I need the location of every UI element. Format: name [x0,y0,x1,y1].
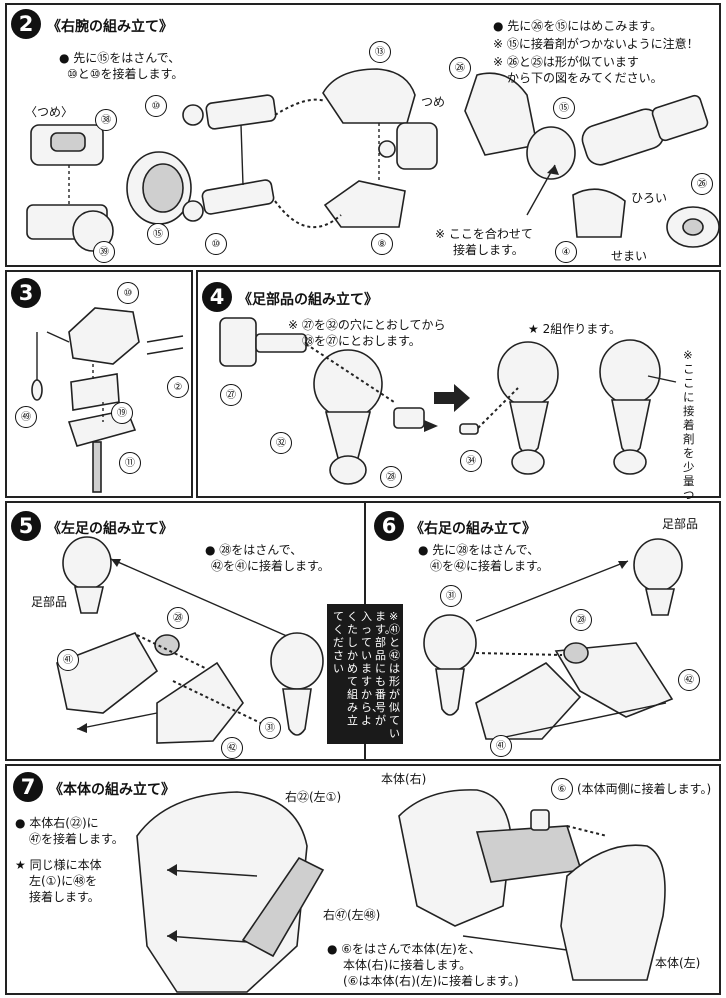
step5-foot-label: 足部品 [31,595,68,609]
part-number: ㊴ [93,241,115,263]
part-number: ⑩ [145,95,167,117]
step2-narrow-label: せまい [611,249,648,263]
step2-note-right-2: ※ ⑮に接着剤がつかないように注意！ [493,37,699,51]
step3-panel: 3 ⑩ ⑲ ⑪ ㊾ ② [5,270,193,498]
step7-bottom-note-2: 本体(右)に接着します。 [343,958,472,972]
step6-note-1: ● 先に㉘をはさんで、 [418,543,540,557]
step2-tsume-label-right: つめ [421,95,446,109]
part-number: ㊳ [95,109,117,131]
step2-number: 2 [11,9,41,39]
part-number: ㉞ [460,450,482,472]
step2-note-right-1: ● 先に㉖を⑮にはめこみます。 [493,19,663,33]
step7-note-1: ● 本体右(㉒)に [15,816,99,830]
warning-text-column: くたしかめて組み立 [347,610,358,727]
step5-title: 《左足の組み立て》 [47,521,173,537]
warning-text-column: ※㊶と㊷は形が似てい [389,610,400,740]
part-number: ㉖ [449,57,471,79]
part-number: ㉛ [440,585,462,607]
step7-label-mid: 右㊼(左㊽) [323,908,381,922]
step7-label-top: 右㉒(左①) [285,790,342,804]
step5-diagram [56,536,324,744]
part-number: ㉘ [380,466,402,488]
step2-tsume-label: 〈つめ〉 [25,105,74,119]
step2-diagram [26,68,719,252]
step4-star-note: ★ 2組作ります。 [528,322,622,336]
step7-number: 7 [13,772,43,802]
step2-align-note-2: 接着します。 [453,243,524,257]
part-number: ㊷ [678,669,700,691]
warning-text-column: ます。部品にも番号が [375,610,396,727]
part-number: ⑮ [147,223,169,245]
step7-bottom-note-3: (⑥は本体(右)(左)に接着します。) [343,974,519,988]
step4-number: 4 [202,282,232,312]
part-number: ㊶ [490,735,512,757]
step5-panel: 5 《左足の組み立て》 ● ㉘をはさんで、 ㊷を㊶に接着します。 足部品 ㉘ ㊶… [5,501,367,761]
part-number: ⑪ [119,452,141,474]
step4-note-1: ※ ㉗を㉜の穴にとおしてから [288,318,446,332]
step5-number: 5 [11,511,41,541]
step7-body-left-label: 本体(左) [655,956,701,970]
step6-number: 6 [374,511,404,541]
part-number: ㉖ [691,173,713,195]
part-number: ② [167,376,189,398]
step2-align-note-1: ※ ここを合わせて [435,227,533,241]
part-number: ⑩ [205,233,227,255]
step5-note-2: ㊷を㊶に接着します。 [211,559,330,573]
step3-number: 3 [11,278,41,308]
step7-title: 《本体の組み立て》 [49,782,175,798]
step7-part6-note: (本体両側に接着します。) [577,782,712,796]
step4-note-2: ㉘を㉗にとおします。 [302,334,421,348]
step5-note-1: ● ㉘をはさんで、 [205,543,303,557]
step7-diagram [136,789,666,993]
part-number: ㉘ [570,609,592,631]
part-number: ④ [555,241,577,263]
step2-note-left-2: ⑩と⑩を接着します。 [67,67,184,81]
step6-foot-label: 足部品 [662,517,699,531]
part-number: ⑮ [553,97,575,119]
part-number: ⑧ [371,233,393,255]
step6-title: 《右足の組み立て》 [410,521,536,537]
part-number: ㉛ [259,717,281,739]
part-number: ㊷ [221,737,243,759]
step2-note-left-1: ● 先に⑮をはさんで、 [59,51,181,65]
part-number: ⑩ [117,282,139,304]
step2-title: 《右腕の組み立て》 [47,19,173,35]
step2-note-right-3: ※ ㉖と㉕は形が似ています [493,55,639,69]
step4-title: 《足部品の組み立て》 [238,292,378,308]
step7-note-2: ㊼を接着します。 [29,832,124,846]
warning-box: ※㊶と㊷は形が似てい ます。部品にも番号が 入っていますから、よ くたしかめて組… [327,604,403,744]
warning-text-column: 入っていますから、よ [361,610,383,727]
part-number: ㊶ [57,649,79,671]
part-number: ㉜ [270,432,292,454]
step2-panel: 2 《右腕の組み立て》 ● 先に⑮をはさんで、 ⑩と⑩を接着します。 〈つめ〉 … [5,3,721,267]
part-number: ⑥ [551,778,573,800]
step2-wide-label: ひろい [631,191,668,205]
step2-note-right-4: から下の図をみてください。 [507,71,663,85]
step6-diagram [423,538,683,740]
step7-note-3: ★ 同じ様に本体 [15,858,102,872]
step6-note-2: ㊶を㊷に接着します。 [430,559,549,573]
step3-diagram [31,307,184,493]
part-number: ㉘ [167,607,189,629]
step6-panel: 6 《右足の組み立て》 ● 先に㉘をはさんで、 ㊶を㊷に接着します。 足部品 ㉛… [364,501,721,761]
step7-bottom-note-1: ● ⑥をはさんで本体(左)を、 [327,942,481,956]
warning-text-column: てください [333,610,344,675]
step4-panel: 4 《足部品の組み立て》 ※ ㉗を㉜の穴にとおしてから ㉘を㉗にとおします。 ★… [196,270,721,498]
part-number: ㉗ [220,384,242,406]
part-number: ⑬ [369,41,391,63]
step4-diagram [219,317,677,485]
step7-note-5: 接着します。 [29,890,100,904]
part-number: ㊾ [15,406,37,428]
part-number: ⑲ [111,402,133,424]
step7-panel: 7 《本体の組み立て》 ● 本体右(㉒)に ㊼を接着します。 ★ 同じ様に本体 … [5,764,721,995]
step7-note-4: 左(①)に㊽を [29,874,98,888]
step7-body-right-label: 本体(右) [381,772,427,786]
